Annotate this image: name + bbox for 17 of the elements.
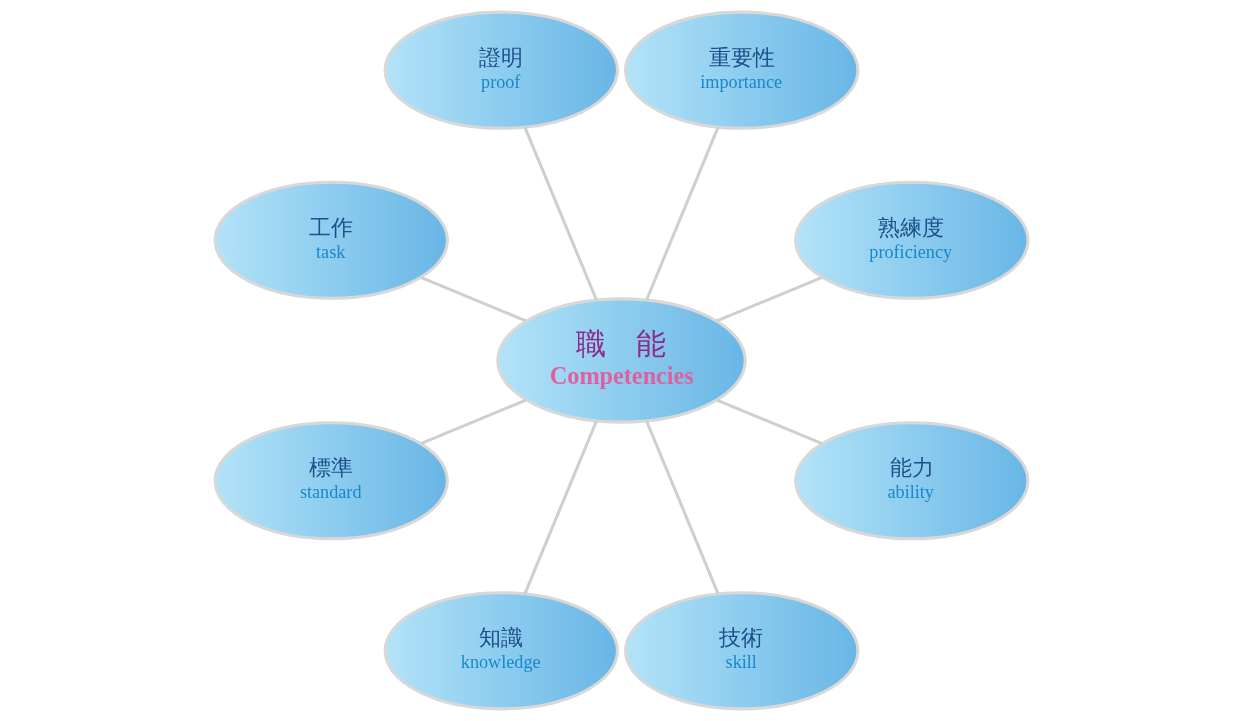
connector [716,398,823,446]
node-ellipse: 知識 knowledge [383,591,619,711]
node-ellipse: 標準 standard [213,421,449,541]
node-ellipse: 熟練度 proficiency [794,180,1030,300]
node-ellipse: 重要性 importance [624,10,860,130]
connector [645,420,720,595]
node-ellipse: 證明 proof [383,10,619,130]
node-ellipse: 工作 task [213,180,449,300]
connector [645,126,720,301]
connector [716,275,823,323]
connector [523,126,598,301]
node-ellipse: 職 能 Competencies [496,297,747,424]
connector [523,420,598,595]
connector [420,275,527,323]
node-ellipse: 技術 skill [624,591,860,711]
connector [420,398,527,446]
node-ellipse: 能力 ability [794,421,1030,541]
